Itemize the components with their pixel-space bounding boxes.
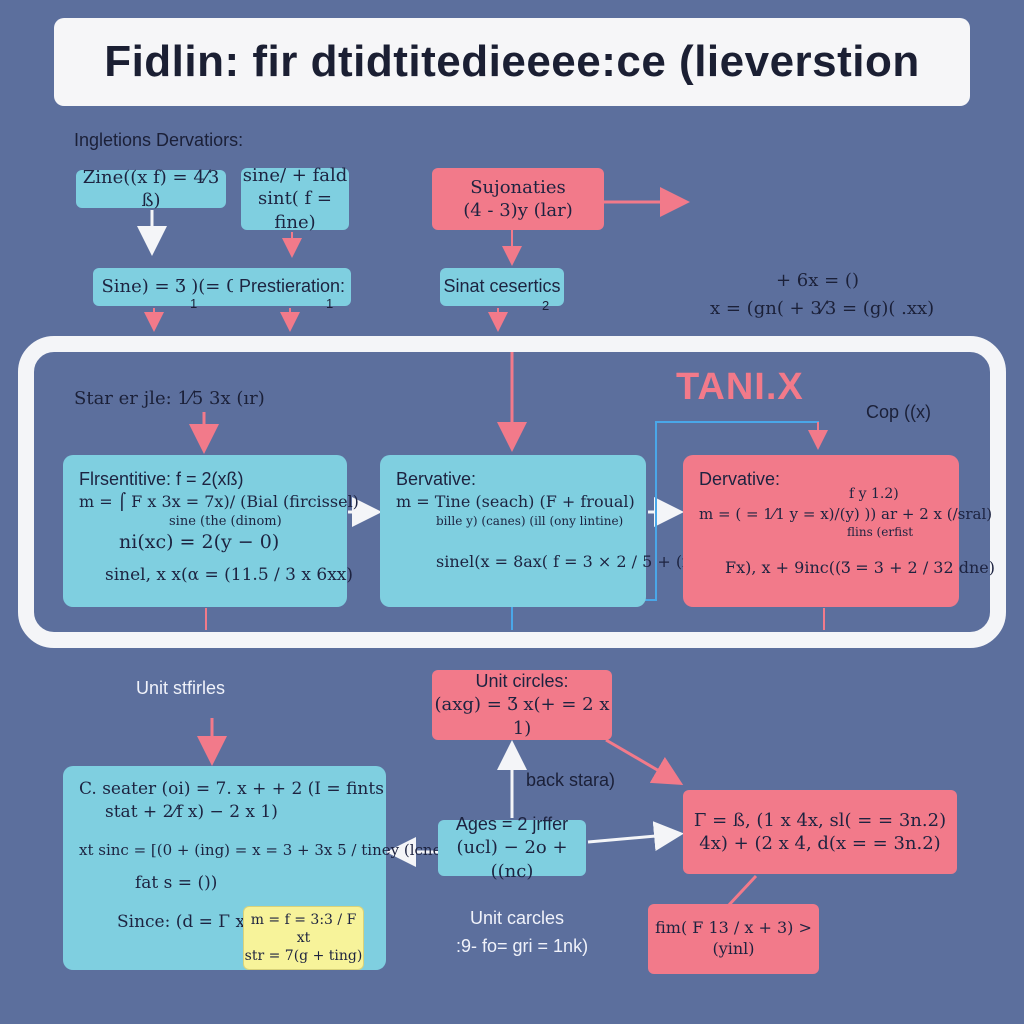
unit-stfirles-label: Unit stfirles bbox=[136, 678, 226, 698]
node-right-equations[interactable]: Γ = ß, (1 x 4x, sl( = = 3n.2) 4x) + (2 x… bbox=[683, 790, 957, 874]
node-unit-circles[interactable]: Unit circles: (axg) = Ʒ x(+ = 2 x 1) bbox=[432, 670, 612, 740]
node-zine[interactable]: Zine((x f) = 4⁄3 ß) bbox=[76, 167, 226, 211]
arrow-ages-right bbox=[587, 821, 684, 852]
middle-panel bbox=[18, 336, 1006, 648]
node-fim-text: fim( F 13 / x + 3) > (yinl) bbox=[655, 918, 812, 958]
box-bervative-heading: Bervative: bbox=[396, 469, 477, 489]
box-bervative-line3: sinel(x = 8ax( f = 3 × 2 / 5 + (xc) bbox=[436, 552, 707, 572]
node-right-line2: 4x) + (2 x 4, d(x = = 3n.2) bbox=[699, 833, 941, 854]
box-dervative-heading: Dervative: bbox=[699, 469, 781, 489]
box-dervative-line1: m = ( = 1⁄1 y = x)/(y) )) ar + 2 x (/sra… bbox=[699, 505, 993, 524]
node-unit-circles-line1: Unit circles: bbox=[475, 670, 569, 691]
arrow-unit-circles-right bbox=[605, 738, 684, 786]
back-stara-label: back stara) bbox=[526, 770, 616, 790]
node-fim[interactable]: fim( F 13 / x + 3) > (yinl) bbox=[648, 904, 819, 974]
box-c-seater-line5: Since: (d = Γ x) bbox=[117, 912, 252, 933]
node-sine-fald[interactable]: sine/ + fald sint( f = fine) bbox=[241, 165, 349, 233]
box-c-seater-line2: stat + 2⁄f x) − 2 x 1) bbox=[105, 801, 278, 822]
equation-top-1: + 6x = () bbox=[776, 270, 859, 291]
node-sinat-cesertics-note: 2 bbox=[542, 298, 550, 313]
box-bervative-line2: bille y) (canes) (ill (ony lintine) bbox=[436, 513, 624, 528]
node-sine-fald-line2: sint( f = fine) bbox=[257, 188, 333, 233]
equation-top-2: x = (gn( + 3⁄3 = (g)( .xx) bbox=[710, 298, 935, 319]
unit-carcles-equation: :9- fo= gri = 1nk) bbox=[456, 936, 589, 956]
node-sine-eq[interactable]: Sine) = Ʒ )(= 0) bbox=[93, 268, 253, 306]
node-ages-line2: (ucl) − 2o + ((nc) bbox=[456, 837, 568, 882]
node-sine-eq-text: Sine) = Ʒ )(= 0) bbox=[101, 276, 245, 298]
box-first-derivative-line3: ni(xc) = 2(y − 0) bbox=[119, 531, 280, 554]
box-yellow-line1: m = f = 3:3 / F xt bbox=[250, 911, 357, 946]
box-bervative-line1: m = Tine (seach) (F + froual) bbox=[396, 492, 635, 512]
arrow-right-small bbox=[726, 874, 758, 908]
box-dervative-line3: Fx), x + 9inc((Ʒ = 3 + 2 / 32 dne) bbox=[725, 557, 995, 577]
box-first-derivative-line4: sinel, x x(α = (11.5 / 3 x 6xx) bbox=[105, 565, 354, 586]
box-c-seater-line4: fat s = ()) bbox=[135, 873, 218, 894]
box-first-derivative[interactable]: Flrsentitive: f = 2(xß) m = ⌠ F x 3x = 7… bbox=[63, 455, 359, 607]
node-prestieration[interactable]: Prestieration: bbox=[233, 268, 351, 306]
cop-label: Cop ((x) bbox=[866, 402, 932, 422]
page-title: Fidlin: fir dtidtitedieeee:ce (lieversti… bbox=[54, 18, 970, 106]
box-dervative-line0: f y 1.2) bbox=[849, 486, 899, 503]
top-heading: Ingletions Dervatiors: bbox=[74, 130, 244, 150]
box-first-derivative-line1: m = ⌠ F x 3x = 7x)/ (Bial (fircissel) bbox=[79, 492, 359, 512]
box-first-derivative-line2: sine (the (dinom) bbox=[169, 513, 282, 529]
node-ages-line1: Ages = 2 jrffer bbox=[455, 813, 569, 834]
unit-carcles-label: Unit carcles bbox=[470, 908, 565, 928]
box-yellow-formula[interactable]: m = f = 3:3 / F xt str = 7(g + ting) bbox=[243, 906, 364, 970]
start-label: Star er jle: 1⁄5 3x (ır) bbox=[74, 388, 265, 409]
node-ages[interactable]: Ages = 2 jrffer (ucl) − 2o + ((nc) bbox=[438, 814, 586, 882]
node-right-line1: Γ = ß, (1 x 4x, sl( = = 3n.2) bbox=[693, 809, 947, 831]
node-zine-text: Zine((x f) = 4⁄3 ß) bbox=[82, 166, 220, 211]
box-c-seater-line1: C. seater (oi) = 7. x + + 2 (I = fints bbox=[79, 779, 384, 799]
node-prestieration-note: 1 bbox=[326, 296, 334, 311]
node-sujonaties[interactable]: Sujonaties (4 - 3)y (lar) bbox=[432, 168, 604, 230]
box-yellow-line2: str = 7(g + ting) bbox=[244, 948, 363, 965]
tani-label: TANI.X bbox=[676, 366, 804, 408]
box-dervative-line2: flins (erfist bbox=[847, 525, 914, 540]
box-c-seater-line3: xt sinc = [(0 + (ing) = x = 3 + 3x 5 / t… bbox=[79, 840, 468, 859]
box-first-derivative-heading: Flrsentitive: f = 2(xß) bbox=[79, 469, 244, 489]
node-sujonaties-line2: (4 - 3)y (lar) bbox=[463, 200, 573, 221]
node-sine-fald-line1: sine/ + fald bbox=[242, 164, 348, 186]
box-dervative[interactable]: Dervative: f y 1.2) m = ( = 1⁄1 y = x)/(… bbox=[683, 455, 995, 607]
node-prestieration-text: Prestieration: bbox=[238, 276, 346, 297]
node-sinat-cesertics[interactable]: Sinat cesertics bbox=[440, 268, 564, 306]
node-sine-eq-note: 1 bbox=[190, 296, 198, 311]
box-bervative[interactable]: Bervative: m = Tine (seach) (F + froual)… bbox=[380, 455, 707, 607]
node-sinat-cesertics-text: Sinat cesertics bbox=[443, 276, 561, 297]
node-unit-circles-line2: (axg) = Ʒ x(+ = 2 x 1) bbox=[434, 694, 610, 739]
node-sujonaties-line1: Sujonaties bbox=[470, 176, 566, 198]
box-c-seater[interactable]: C. seater (oi) = 7. x + + 2 (I = fints s… bbox=[63, 766, 468, 970]
